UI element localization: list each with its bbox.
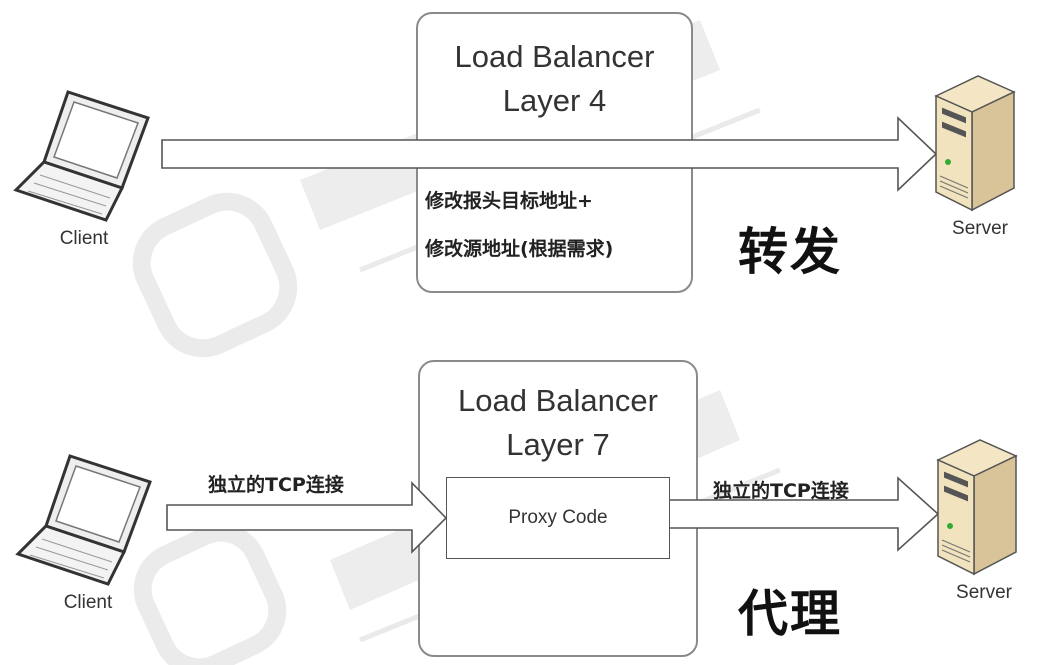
server-tower-icon: [936, 439, 1018, 576]
layer4-note-line1: 修改报头目标地址+: [425, 190, 593, 212]
laptop-icon: [13, 90, 150, 222]
proxy-code-box: Proxy Code: [446, 477, 670, 559]
proxy-mode-label: 代理: [738, 585, 842, 643]
lb4-title-line2: Layer 4: [502, 83, 607, 118]
server-tower-icon: [934, 75, 1016, 212]
lb4-title-line1: Load Balancer: [454, 39, 655, 74]
client-label: Client: [59, 228, 109, 249]
laptop-icon: [15, 454, 152, 586]
lb7-title-line2: Layer 7: [506, 427, 610, 462]
server-label: Server: [956, 582, 1012, 603]
layer4-note-line2: 修改源地址(根据需求): [425, 238, 614, 260]
lb7-title-line1: Load Balancer: [458, 383, 658, 418]
proxy-code-label: Proxy Code: [508, 507, 608, 528]
server-label: Server: [952, 218, 1008, 239]
left-tcp-connection-label: 独立的TCP连接: [208, 474, 344, 496]
forward-mode-label: 转发: [738, 223, 842, 281]
right-tcp-connection-label: 独立的TCP连接: [713, 480, 849, 502]
client-label: Client: [63, 592, 113, 613]
